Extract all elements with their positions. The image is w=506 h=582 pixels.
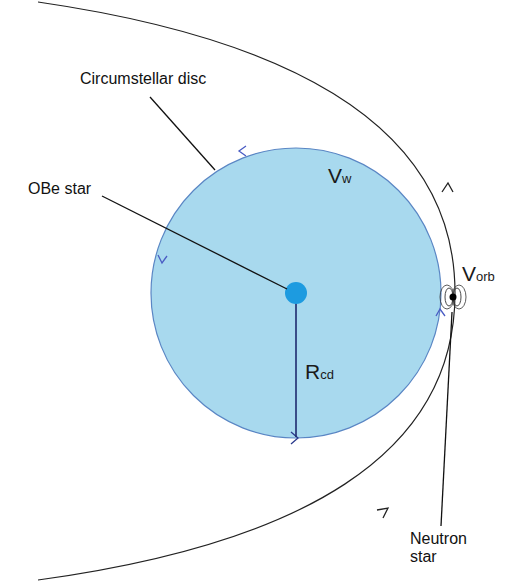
disc-rotation-arrow (239, 146, 246, 156)
velocity-symbol: Vw (328, 164, 351, 188)
disc-rotation-arrow (291, 432, 298, 444)
obe-star (285, 282, 307, 304)
leader-line (441, 312, 452, 526)
part-label: OBe star (28, 180, 91, 198)
neutron-star (450, 294, 457, 301)
disc-rotation-arrow (436, 309, 445, 316)
radius-line (295, 293, 297, 437)
leader-line (102, 196, 287, 289)
leader-line (150, 97, 215, 170)
radius-symbol: Rcd (305, 360, 334, 384)
orbit-arrow (377, 508, 388, 518)
velocity-symbol: Vorb (462, 262, 495, 286)
part-label: Neutron star (410, 530, 470, 567)
part-label: Circumstellar disc (80, 70, 206, 88)
circumstellar-disc (151, 148, 441, 438)
orbit-arrow (442, 183, 453, 192)
disc-rotation-arrow (158, 255, 167, 263)
orbit-path (38, 2, 455, 580)
